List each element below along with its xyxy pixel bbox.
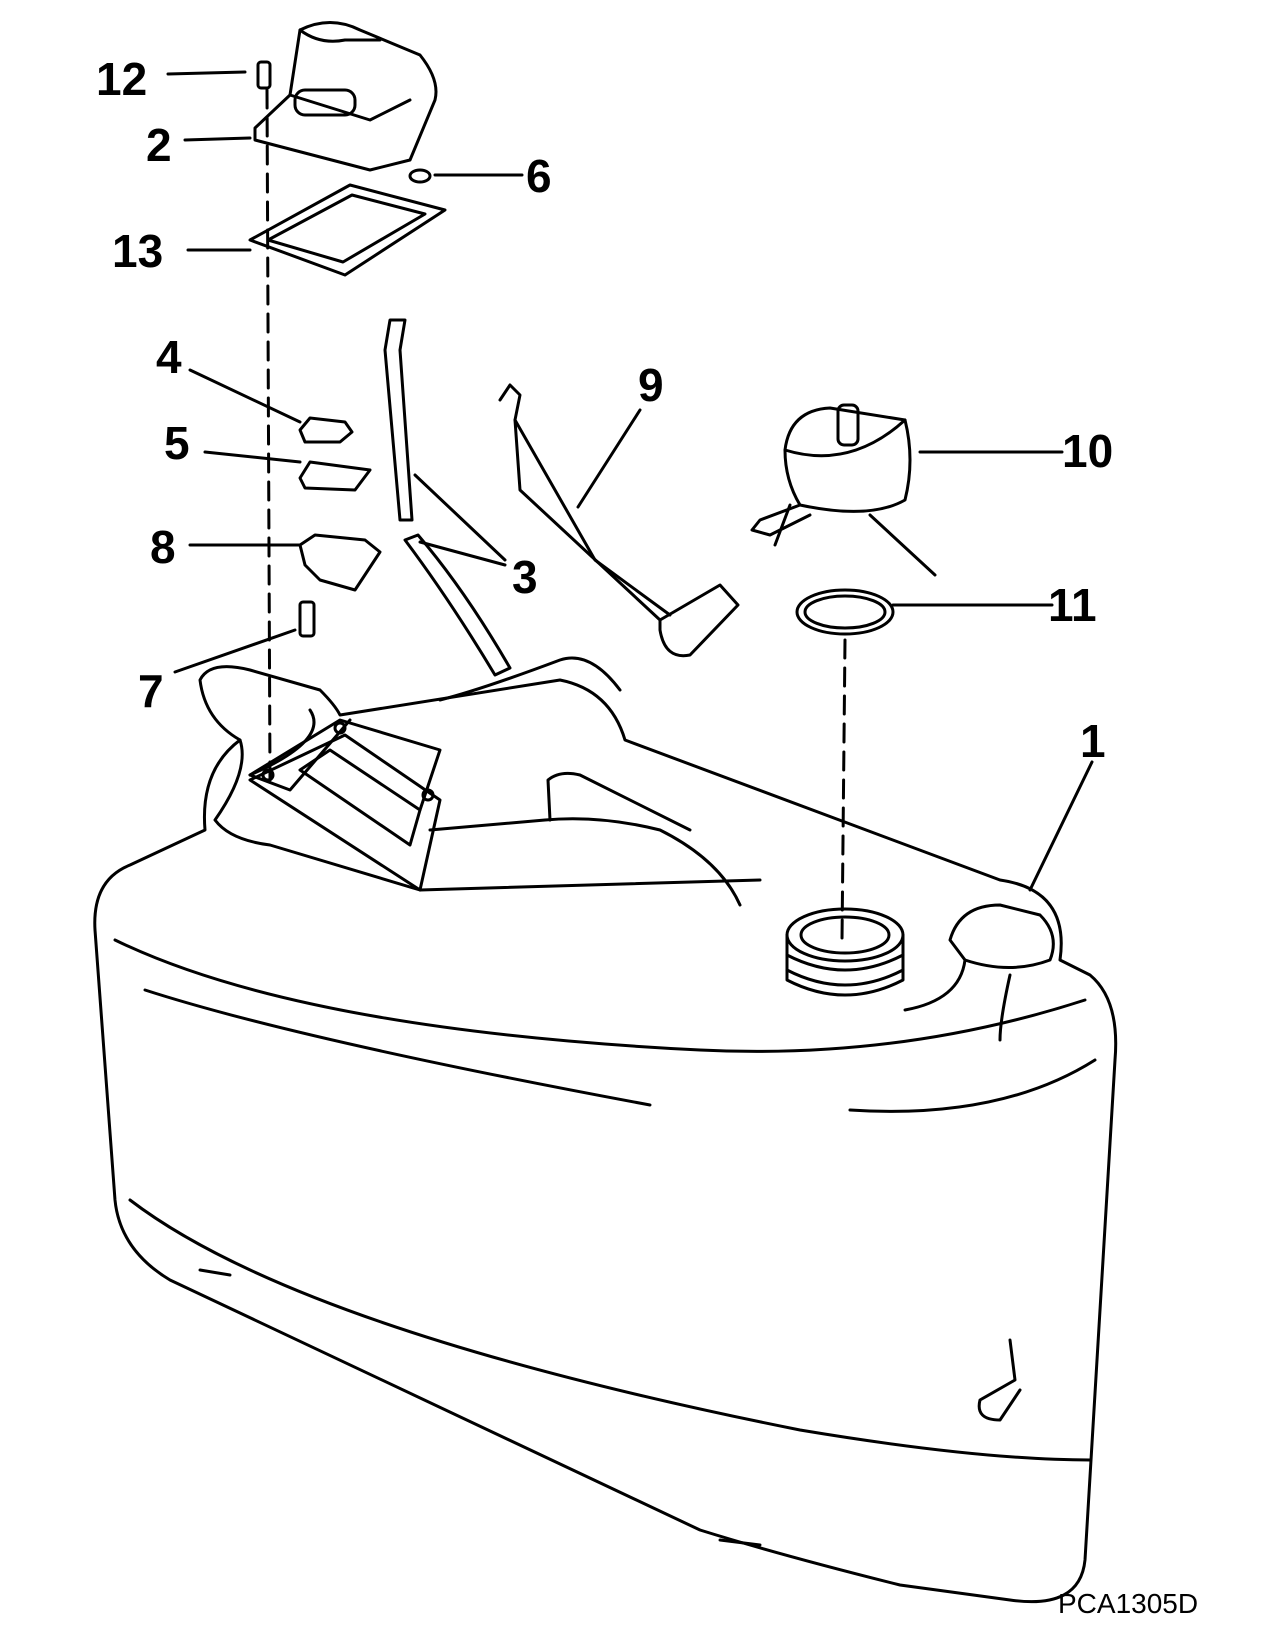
callout-7: 7 bbox=[138, 665, 164, 717]
leader-lines bbox=[166, 70, 1094, 892]
part-9-float-arm bbox=[498, 383, 740, 658]
part-1-fuel-tank bbox=[93, 656, 1118, 1604]
callout-13: 13 bbox=[112, 225, 164, 277]
callout-2: 2 bbox=[146, 119, 172, 171]
part-3-pickup-tubes bbox=[383, 318, 512, 677]
part-10-filler-cap bbox=[750, 403, 937, 577]
part-5-gasket bbox=[298, 460, 372, 492]
part-4-plate bbox=[298, 416, 354, 444]
part-11-seal-ring bbox=[795, 588, 895, 636]
dashed-assembly-lines bbox=[265, 88, 847, 942]
part-12-screw bbox=[256, 60, 272, 90]
callout-8: 8 bbox=[150, 521, 176, 573]
part-8-bracket bbox=[298, 533, 382, 592]
callout-5: 5 bbox=[164, 417, 190, 469]
part-2-connector bbox=[253, 21, 438, 172]
callout-3: 3 bbox=[512, 551, 538, 603]
figure-code: PCA1305D bbox=[1058, 1588, 1199, 1619]
callout-9: 9 bbox=[638, 359, 664, 411]
callout-10: 10 bbox=[1062, 425, 1114, 477]
callout-4: 4 bbox=[156, 331, 182, 383]
callout-12: 12 bbox=[96, 53, 148, 105]
callout-6: 6 bbox=[526, 150, 552, 202]
callout-11: 11 bbox=[1048, 579, 1097, 631]
callout-1: 1 bbox=[1080, 715, 1106, 767]
part-6-oring bbox=[408, 168, 432, 184]
part-7-screw bbox=[298, 600, 316, 638]
part-13-gasket bbox=[248, 183, 447, 277]
